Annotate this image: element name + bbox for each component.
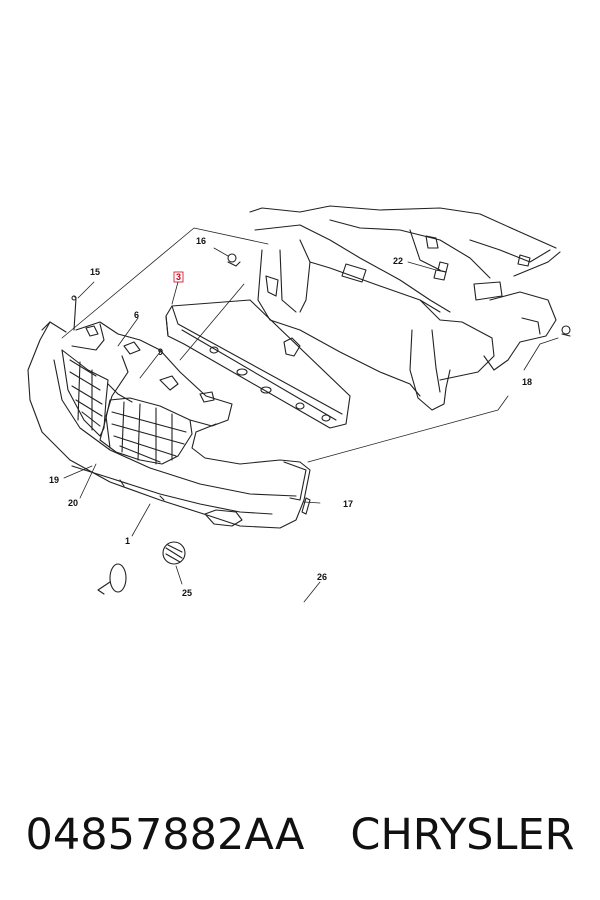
- callout-1: 1: [125, 536, 130, 546]
- bumper-reinforcement: [165, 299, 351, 429]
- callout-17: 17: [343, 499, 353, 509]
- parts-diagram: 1 3 6 9 15 16 17 18 19 20 22 25 26: [27, 205, 571, 603]
- wire-clip: [97, 563, 127, 595]
- grille: [61, 321, 233, 465]
- leader-lines: [61, 227, 559, 603]
- part-number: 04857882AA: [25, 810, 305, 860]
- caption-bar: 04857882AA CHRYSLER: [0, 800, 600, 870]
- callout-9: 9: [158, 347, 163, 357]
- callout-labels: 1 3 6 9 15 16 17 18 19 20 22 25 26: [49, 236, 532, 598]
- fasteners: [71, 253, 571, 515]
- callout-22: 22: [393, 256, 403, 266]
- fender: [483, 291, 557, 371]
- callout-15: 15: [90, 267, 100, 277]
- callout-3: 3: [176, 272, 181, 282]
- callout-16: 16: [196, 236, 206, 246]
- bumper-fascia: [27, 321, 311, 529]
- callout-25: 25: [182, 588, 192, 598]
- fog-lamp-cover: [162, 541, 186, 565]
- brand-name: CHRYSLER: [350, 810, 575, 860]
- callout-18: 18: [522, 377, 532, 387]
- callout-26: 26: [317, 572, 327, 582]
- radiator-support-frame: [249, 205, 561, 411]
- callout-6: 6: [134, 310, 139, 320]
- callout-20: 20: [68, 498, 78, 508]
- callout-19: 19: [49, 475, 59, 485]
